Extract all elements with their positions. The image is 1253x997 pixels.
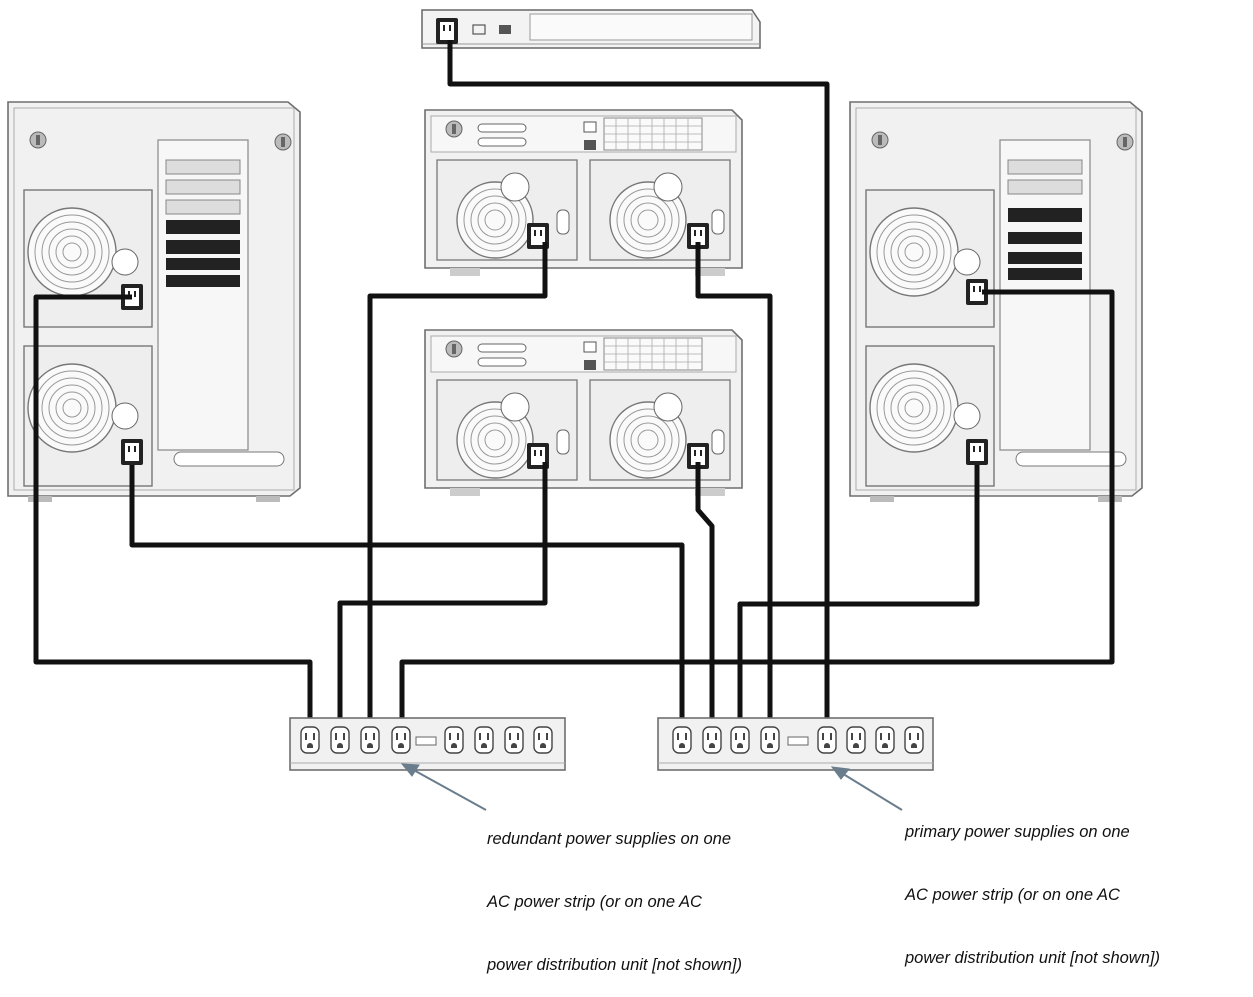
- left-strip-outlet-icon: [445, 727, 463, 753]
- callout-line: power distribution unit [not shown]): [905, 948, 1160, 969]
- callout-line: power distribution unit [not shown]): [487, 955, 742, 976]
- primary-arrow-icon: [840, 772, 902, 810]
- left-strip-switch-icon: [416, 737, 436, 745]
- right-tower-lower-fan-icon: [870, 364, 958, 452]
- right-tower-lower-power-inlet-icon: [966, 439, 988, 465]
- callout-line: primary power supplies on one: [905, 822, 1160, 843]
- right-strip-outlet-icon: [818, 727, 836, 753]
- left-strip-outlet-icon: [301, 727, 319, 753]
- power-cabling-diagram: [0, 0, 1253, 882]
- primary-power-callout: primary power supplies on one AC power s…: [905, 780, 1160, 990]
- right-strip-outlet-icon: [876, 727, 894, 753]
- right-tower-lock-icon: [1117, 134, 1133, 150]
- left-strip-outlet-icon: [331, 727, 349, 753]
- cable-right-tower-lower: [740, 465, 977, 732]
- cable-mid-lower-right: [698, 462, 712, 732]
- left-power-strip: [290, 718, 565, 770]
- right-tower-upper-fan-icon: [870, 208, 958, 296]
- right-strip-outlet-icon: [761, 727, 779, 753]
- left-strip-outlet-icon: [392, 727, 410, 753]
- left-tower-lower-fan-icon: [28, 364, 116, 452]
- left-strip-outlet-icon: [534, 727, 552, 753]
- left-strip-outlet-icon: [475, 727, 493, 753]
- redundant-power-callout: redundant power supplies on one AC power…: [487, 787, 742, 997]
- left-tower-upper-fan-icon: [28, 208, 116, 296]
- callout-line: redundant power supplies on one: [487, 829, 742, 850]
- right-power-strip: [658, 718, 933, 770]
- top-device-power-inlet-icon: [436, 18, 458, 44]
- left-tower-lower-power-inlet-icon: [121, 439, 143, 465]
- left-tower-lock-icon: [30, 132, 46, 148]
- right-strip-outlet-icon: [847, 727, 865, 753]
- left-strip-outlet-icon: [505, 727, 523, 753]
- right-strip-switch-icon: [788, 737, 808, 745]
- callout-line: AC power strip (or on one AC: [487, 892, 742, 913]
- redundant-arrow-icon: [410, 768, 486, 810]
- right-strip-outlet-icon: [905, 727, 923, 753]
- callout-line: AC power strip (or on one AC: [905, 885, 1160, 906]
- middle-upper-enclosure: [425, 110, 742, 276]
- right-strip-outlet-icon: [673, 727, 691, 753]
- right-tower-server: [850, 102, 1142, 502]
- left-tower-server: [8, 102, 300, 502]
- cable-left-tower-lower: [132, 465, 682, 732]
- right-strip-outlet-icon: [703, 727, 721, 753]
- top-device: [422, 10, 760, 48]
- middle-lower-enclosure: [425, 330, 742, 496]
- left-strip-outlet-icon: [361, 727, 379, 753]
- right-strip-outlet-icon: [731, 727, 749, 753]
